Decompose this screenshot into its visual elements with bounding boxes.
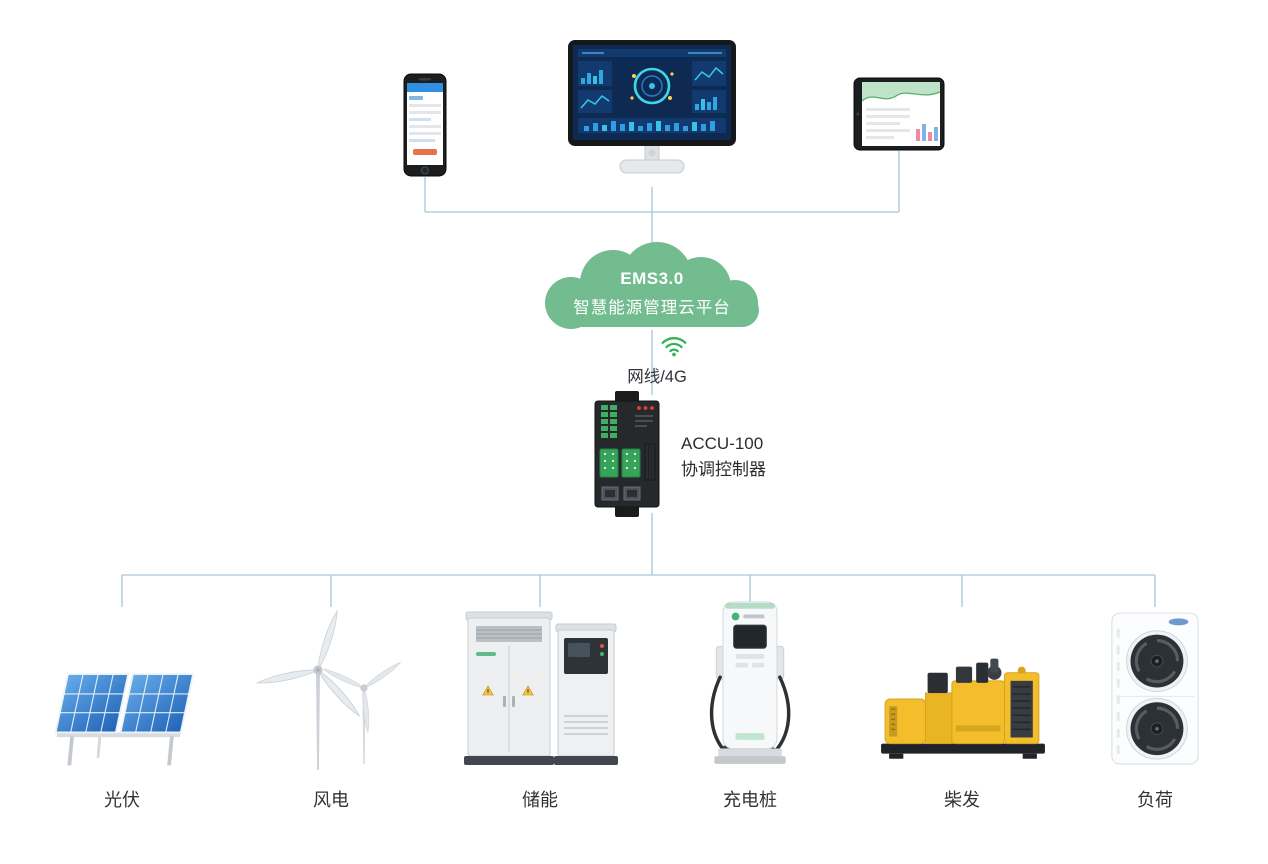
load-ac-graphic [1111, 612, 1199, 765]
cloud-title: EMS3.0 [620, 268, 684, 288]
wind-turbine-illustration [256, 592, 406, 780]
controller-graphic [594, 391, 660, 517]
cloud-subtitle: 智慧能源管理云平台 [573, 298, 731, 317]
solar-panel-illustration [42, 642, 202, 774]
cloud-platform: EMS3.0 智慧能源管理云平台 [517, 239, 787, 337]
device-label-charger: 充电桩 [723, 790, 777, 810]
device-label-diesel: 柴发 [944, 790, 980, 810]
energy-storage-illustration [460, 596, 620, 774]
tablet-illustration [853, 77, 945, 151]
device-label-wind: 风电 [313, 790, 349, 810]
load-ac-illustration [1106, 608, 1204, 772]
cloud-platform-text: EMS3.0 智慧能源管理云平台 [517, 239, 787, 337]
ev-charger-graphic [709, 601, 791, 764]
wind-turbine-graphic [256, 609, 401, 770]
device-label-storage: 储能 [522, 790, 558, 810]
smartphone-illustration [403, 73, 447, 177]
controller-illustration [589, 391, 665, 517]
smartphone-graphic [403, 73, 447, 177]
desktop-monitor-graphic [568, 40, 736, 174]
link-type-label: 网线/4G [627, 368, 687, 386]
controller-name: 协调控制器 [681, 460, 766, 480]
energy-storage-graphic [464, 611, 618, 765]
solar-panel-graphic [54, 673, 195, 766]
diesel-generator-illustration [877, 624, 1049, 766]
cloud-icon [545, 242, 759, 329]
controller-label: ACCU-100 协调控制器 [681, 431, 766, 484]
ev-charger-illustration [697, 588, 803, 778]
desktop-monitor-illustration [568, 40, 736, 188]
device-label-solar: 光伏 [104, 790, 140, 810]
wifi-icon [660, 333, 688, 358]
tablet-graphic [853, 77, 945, 151]
diesel-generator-graphic [881, 658, 1045, 759]
controller-model: ACCU-100 [681, 434, 764, 453]
device-label-load: 负荷 [1137, 790, 1173, 810]
